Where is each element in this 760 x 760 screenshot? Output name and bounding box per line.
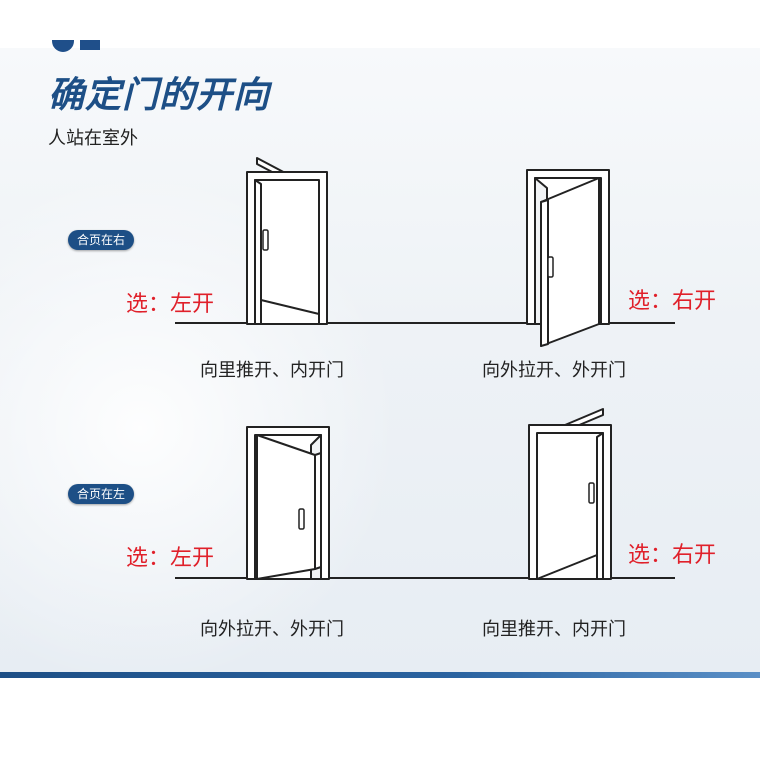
door-handle — [298, 508, 305, 530]
row1-left-caption: 向里推开、内开门 — [200, 360, 344, 381]
diagram-panel — [0, 48, 760, 672]
inward-door-left-hinge — [528, 408, 612, 580]
door-handle — [588, 482, 595, 504]
page-subtitle: 人站在室外 — [48, 128, 138, 149]
row2-right-caption: 向里推开、内开门 — [482, 619, 626, 640]
door-floor-gap — [536, 554, 598, 580]
hinge-right-badge: 合页在右 — [68, 230, 135, 250]
row2-left-caption: 向外拉开、外开门 — [200, 619, 344, 640]
hinge-left-badge: 合页在左 — [68, 484, 135, 504]
bottom-accent-band — [0, 672, 760, 678]
row1-right-choice: 选：右开 — [628, 289, 717, 314]
logo-mark — [52, 40, 122, 52]
door-leaf — [256, 434, 316, 580]
page-title: 确定门的开向 — [48, 75, 271, 116]
row1-right-caption: 向外拉开、外开门 — [482, 360, 626, 381]
row1-doors-diagram — [175, 157, 675, 347]
door-handle — [547, 256, 554, 278]
door-handle — [262, 229, 269, 251]
row1-left-choice: 选：左开 — [126, 292, 215, 317]
door-floor-gap — [260, 299, 320, 325]
row2-right-choice: 选：右开 — [628, 543, 717, 568]
outward-door-left-hinge — [246, 426, 330, 580]
row2-doors-diagram — [175, 408, 675, 580]
inward-door-right-hinge — [246, 157, 328, 325]
outward-door-right-hinge — [526, 169, 610, 347]
row2-left-choice: 选：左开 — [126, 546, 215, 571]
